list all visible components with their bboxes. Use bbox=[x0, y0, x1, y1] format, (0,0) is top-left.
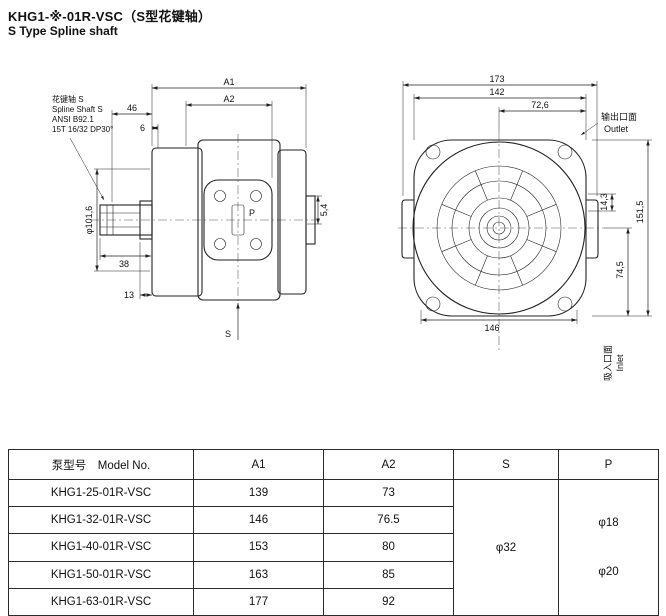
inlet-label-cn: 吸入口面 bbox=[603, 345, 613, 381]
p-values: φ18 φ20 bbox=[559, 480, 658, 615]
shaft-s-label: S bbox=[225, 329, 231, 339]
dim-142-label: 142 bbox=[489, 87, 504, 97]
page-subtitle: S Type Spline shaft bbox=[8, 24, 118, 38]
table-row: KHG1-25-01R-VSC 139 73 φ32 φ18 φ20 bbox=[8, 478, 659, 616]
a2-cell: 73 bbox=[323, 478, 454, 508]
spline-note-line4: 15T 16/32 DP30° bbox=[52, 125, 113, 134]
dim-pilot-dia-label: φ101,6 bbox=[84, 206, 94, 234]
table-header-row: 泵型号 Model No. A1 A2 S P bbox=[8, 449, 659, 480]
a1-cell: 177 bbox=[193, 587, 324, 616]
col-header-a2: A2 bbox=[323, 449, 454, 480]
a2-cell: 80 bbox=[323, 533, 454, 562]
front-view-dimensions: 173 142 72,6 146 14,3 151,5 bbox=[402, 74, 652, 381]
col-header-a1: A1 bbox=[193, 449, 324, 480]
side-view-outline bbox=[99, 139, 316, 301]
col-header-p: P bbox=[558, 449, 659, 480]
dim-13-label: 13 bbox=[124, 290, 134, 300]
side-view-centerlines bbox=[90, 134, 320, 310]
page-title: KHG1-※-01R-VSC（S型花键轴） bbox=[8, 9, 212, 24]
table-row: KHG1-50-01R-VSC 163 85 bbox=[8, 560, 659, 589]
p-value-small: φ18 bbox=[598, 517, 619, 529]
model-cell: KHG1-40-01R-VSC bbox=[8, 533, 194, 562]
table-row: KHG1-32-01R-VSC 146 76.5 bbox=[8, 506, 659, 535]
dim-38-label: 38 bbox=[119, 259, 129, 269]
p-value-large: φ20 bbox=[598, 566, 619, 578]
dim-146-label: 146 bbox=[484, 323, 499, 333]
model-cell: KHG1-50-01R-VSC bbox=[8, 560, 194, 589]
spline-note-line2: Spline Shaft S bbox=[52, 105, 103, 114]
s-cell: φ32 bbox=[453, 479, 559, 616]
spline-note-line3: ANSI B92.1 bbox=[52, 115, 94, 124]
dim-151-5-label: 151,5 bbox=[635, 201, 645, 224]
a1-cell: 146 bbox=[193, 506, 324, 535]
technical-drawing: A1 A2 46 6 φ101,6 38 13 bbox=[52, 74, 652, 381]
dim-6-label: 6 bbox=[140, 123, 145, 133]
outlet-label-en: Outlet bbox=[604, 124, 629, 134]
dim-a1-label: A1 bbox=[223, 77, 234, 87]
side-view-drawing: A1 A2 46 6 φ101,6 38 13 bbox=[52, 77, 329, 340]
model-cell: KHG1-25-01R-VSC bbox=[8, 478, 194, 508]
port-p-label: P bbox=[249, 208, 255, 218]
spline-shaft-note: 花键轴 S Spline Shaft S ANSI B92.1 15T 16/3… bbox=[52, 94, 113, 201]
a1-cell: 153 bbox=[193, 533, 324, 562]
a1-cell: 163 bbox=[193, 560, 324, 589]
front-view-drawing: 173 142 72,6 146 14,3 151,5 bbox=[398, 74, 652, 381]
dim-173-label: 173 bbox=[489, 74, 504, 84]
p-cell: φ18 φ20 bbox=[558, 479, 659, 616]
dim-72-6-label: 72,6 bbox=[531, 100, 549, 110]
dim-14-3-label: 14,3 bbox=[599, 193, 609, 211]
model-cell: KHG1-32-01R-VSC bbox=[8, 506, 194, 535]
outlet-label-cn: 输出口面 bbox=[601, 111, 637, 122]
front-view-centerlines bbox=[398, 132, 604, 350]
a2-cell: 76.5 bbox=[323, 506, 454, 535]
table-row: KHG1-63-01R-VSC 177 92 bbox=[8, 587, 659, 616]
s-value: φ32 bbox=[495, 541, 517, 554]
dim-5-4-label: 5,4 bbox=[319, 204, 329, 217]
dim-74-5-label: 74,5 bbox=[615, 261, 625, 279]
a2-cell: 85 bbox=[323, 560, 454, 589]
inlet-label-en: Inlet bbox=[615, 354, 625, 372]
side-view-dimensions: A1 A2 46 6 φ101,6 38 13 bbox=[84, 77, 329, 340]
a1-cell: 139 bbox=[193, 478, 324, 508]
spec-table: 泵型号 Model No. A1 A2 S P KHG1-25-01R-VSC … bbox=[8, 449, 659, 616]
dim-a2-label: A2 bbox=[223, 94, 234, 104]
dim-46-label: 46 bbox=[127, 103, 137, 113]
spline-note-line1: 花键轴 S bbox=[52, 94, 84, 104]
a2-cell: 92 bbox=[323, 587, 454, 616]
model-cell: KHG1-63-01R-VSC bbox=[8, 587, 194, 616]
col-header-s: S bbox=[453, 449, 559, 480]
front-view-outline bbox=[401, 139, 599, 317]
col-header-model: 泵型号 Model No. bbox=[8, 449, 194, 480]
